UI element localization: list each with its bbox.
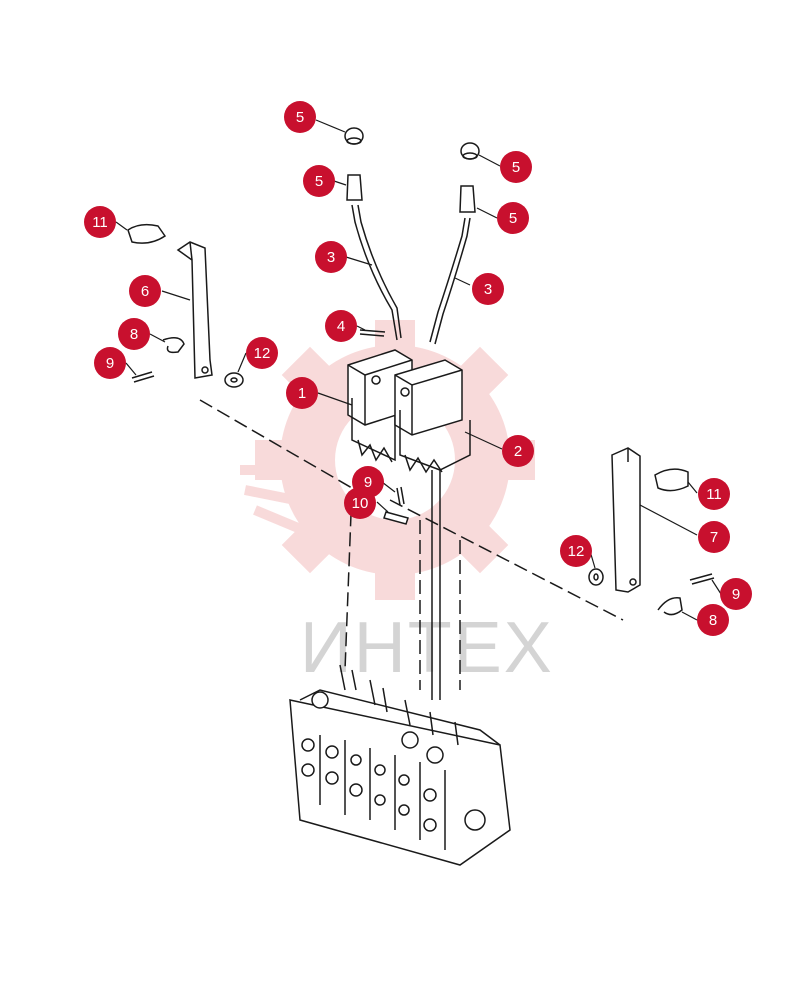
callout-1: 1 — [286, 377, 318, 409]
callout-5: 5 — [303, 165, 335, 197]
callout-number: 12 — [254, 345, 271, 362]
valve-bank — [289, 664, 511, 866]
watermark-text: ИНТЕХ — [300, 608, 554, 688]
callout-5: 5 — [284, 101, 316, 133]
callout-number: 3 — [484, 281, 492, 298]
callout-number: 1 — [298, 385, 306, 402]
callout-number: 5 — [512, 159, 520, 176]
callout-number: 6 — [141, 283, 149, 300]
callout-number: 9 — [732, 586, 740, 603]
cap-11-left — [127, 223, 167, 244]
callout-11: 11 — [698, 478, 730, 510]
clip-8-left — [162, 337, 185, 354]
callout-3: 3 — [315, 241, 347, 273]
ball-knob-left — [344, 127, 364, 145]
grip-left — [346, 174, 363, 201]
grip-right — [459, 185, 476, 213]
lever-rod-left — [351, 204, 398, 341]
bracket-6 — [176, 241, 213, 379]
ball-knob-right — [460, 142, 480, 160]
callout-8: 8 — [118, 318, 150, 350]
callout-number: 11 — [706, 486, 722, 503]
lever-rod-right — [429, 217, 466, 343]
callout-12: 12 — [560, 535, 592, 567]
callout-3: 3 — [472, 273, 504, 305]
callout-number: 8 — [709, 612, 717, 629]
callout-number: 5 — [509, 210, 517, 227]
cap-11-right — [654, 468, 689, 492]
callout-2: 2 — [502, 435, 534, 467]
callout-number: 5 — [315, 173, 323, 190]
callout-4: 4 — [325, 310, 357, 342]
callout-9: 9 — [94, 347, 126, 379]
callout-5: 5 — [497, 202, 529, 234]
callout-7: 7 — [698, 521, 730, 553]
callout-number: 8 — [130, 326, 138, 343]
callout-number: 5 — [296, 109, 304, 126]
callouts: 5 5 5 5 11 3 3 6 4 8 12 9 1 2 9 10 11 7 … — [84, 101, 752, 636]
line-art — [127, 127, 715, 866]
bracket-7 — [611, 447, 641, 593]
callout-number: 11 — [92, 214, 108, 231]
callout-number: 3 — [327, 249, 335, 266]
callout-number: 9 — [364, 474, 372, 491]
callout-number: 4 — [337, 318, 345, 335]
callout-6: 6 — [129, 275, 161, 307]
callout-5: 5 — [500, 151, 532, 183]
leader-lines — [115, 119, 722, 621]
callout-number: 7 — [710, 529, 718, 546]
callout-number: 10 — [352, 495, 369, 512]
callout-10: 10 — [344, 487, 376, 519]
callout-number: 2 — [514, 443, 522, 460]
callout-8: 8 — [697, 604, 729, 636]
callout-11: 11 — [84, 206, 116, 238]
callout-number: 12 — [568, 543, 585, 560]
callout-9: 9 — [720, 578, 752, 610]
callout-number: 9 — [106, 355, 114, 372]
callout-12: 12 — [246, 337, 278, 369]
